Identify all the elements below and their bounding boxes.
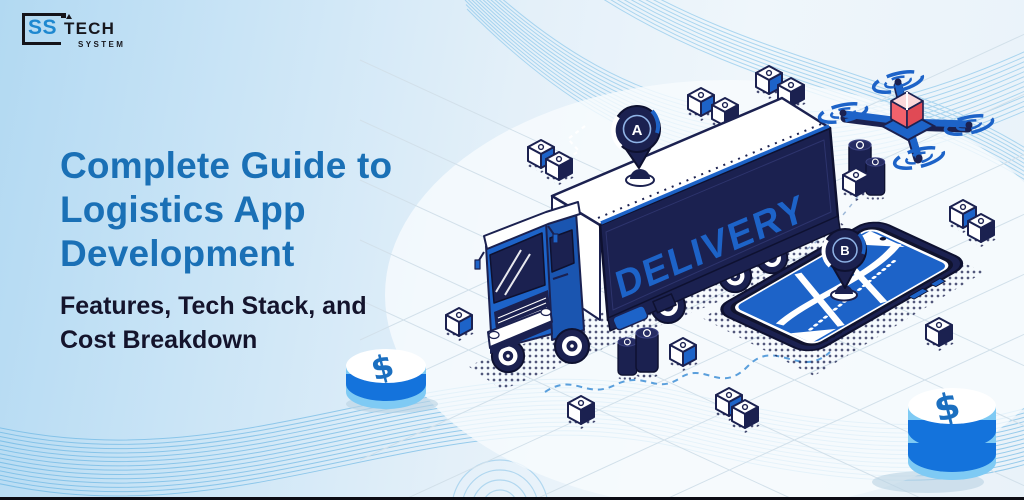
location-pin-a: A: [611, 105, 661, 187]
subtitle-line-2: Cost Breakdown: [60, 326, 258, 354]
delivery-truck: DELIVERY: [468, 96, 870, 390]
logo-tech-text: TECH: [64, 14, 125, 39]
location-pin-b: B: [821, 228, 867, 302]
route-dashed-white: [563, 125, 586, 162]
hero-copy: Complete Guide to Logistics App Developm…: [60, 144, 460, 357]
logo: SS TECH SYSTEM: [22, 13, 125, 49]
subtitle-line-1: Features, Tech Stack, and: [60, 292, 367, 320]
coin-stack: $: [872, 385, 996, 493]
coin-single: $: [346, 346, 438, 413]
delivery-drone: [817, 70, 995, 170]
concentric-rings: [452, 459, 548, 500]
drone-package: [890, 91, 924, 129]
pin-b-label: B: [840, 243, 849, 258]
pin-a-label: A: [632, 122, 643, 139]
page-subtitle: Features, Tech Stack, and Cost Breakdown: [60, 289, 460, 357]
smartphone-map: B: [702, 221, 984, 376]
drone-rotors: [817, 70, 995, 170]
title-line-1: Complete Guide to: [60, 145, 393, 186]
title-line-2: Logistics App: [60, 189, 306, 230]
logo-wordmark: TECH SYSTEM: [64, 13, 125, 49]
title-line-3: Development: [60, 233, 295, 274]
truck-mirrors: [474, 225, 559, 270]
logo-system-text: SYSTEM: [78, 40, 126, 49]
page-title: Complete Guide to Logistics App Developm…: [60, 144, 460, 276]
bottom-border-bar: [0, 497, 1024, 500]
logo-ss-mark: SS: [22, 13, 67, 46]
logo-ss-text: SS: [28, 16, 58, 39]
